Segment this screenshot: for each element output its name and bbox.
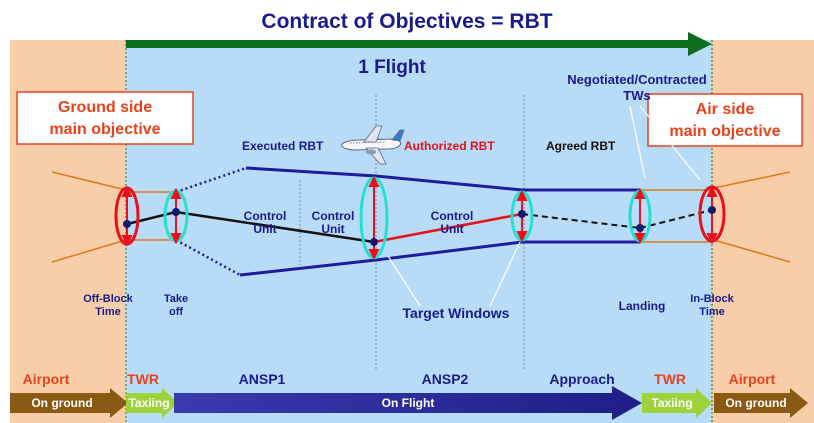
negotiated-pointer-2 (639, 105, 701, 181)
off-block-label-2: Time (95, 306, 120, 318)
target-pointer-1 (387, 255, 421, 307)
on-ground-arrow-right (714, 388, 808, 418)
funnel-left-bottom (51, 239, 127, 263)
phase-airport-right: Airport (729, 371, 776, 387)
control-unit-1-line-2: Unit (253, 222, 276, 236)
funnel-right-top (713, 171, 791, 189)
funnel-right-bottom (713, 239, 791, 263)
target-pointer-2 (489, 241, 521, 307)
funnel-left-top (51, 171, 127, 191)
taxiing-arrow-right (642, 388, 712, 418)
ground-callout-line-1: Ground side (58, 99, 152, 116)
landing-label: Landing (619, 299, 666, 313)
negotiated-label-1: Negotiated/Contracted (567, 72, 706, 87)
flight-label: 1 Flight (358, 57, 426, 78)
executed-path-2 (175, 210, 375, 244)
control-unit-3-line-1: Control (431, 209, 474, 223)
phase-ansp1: ANSP1 (239, 371, 286, 387)
negotiated-label-2: TWs (623, 88, 650, 103)
air-callout-line-1: Air side (696, 101, 755, 118)
executed-path (126, 210, 177, 226)
in-block-label-1: In-Block (690, 293, 734, 305)
phase-approach: Approach (549, 371, 614, 387)
envelope-bottom-line (239, 240, 640, 277)
control-unit-2-line-2: Unit (321, 222, 344, 236)
control-unit-2-line-1: Control (312, 209, 355, 223)
path-points (123, 206, 716, 246)
control-unit-1-line-1: Control (244, 209, 287, 223)
airplane-icon (341, 125, 405, 165)
envelope-top-dotted (175, 166, 247, 194)
on-flight-arrow (174, 386, 642, 420)
target-windows-label: Target Windows (403, 305, 510, 321)
phase-airport-left: Airport (23, 371, 70, 387)
phase-twr-left: TWR (127, 371, 159, 387)
diagram-title: Contract of Objectives = RBT (261, 10, 552, 33)
take-off-label-1: Take (164, 293, 188, 305)
air-callout-box (647, 93, 803, 147)
on-ground-right-label: On ground (725, 396, 786, 410)
phase-twr-right: TWR (654, 371, 686, 387)
in-block-label-2: Time (699, 306, 724, 318)
envelope-top-line (245, 166, 640, 192)
agreed-rbt-label: Agreed RBT (546, 139, 616, 153)
off-block-label-1: Off-Block (83, 293, 133, 305)
on-ground-left-label: On ground (31, 396, 92, 410)
take-off-label-2: off (169, 306, 183, 318)
authorized-path (373, 212, 523, 244)
air-callout-line-2: main objective (669, 123, 780, 140)
on-flight-label: On Flight (382, 396, 435, 410)
control-unit-3-line-2: Unit (440, 222, 463, 236)
negotiated-pointer-1 (629, 105, 646, 179)
taxiing-right-label: Taxiing (651, 396, 692, 410)
ground-callout-line-2: main objective (49, 121, 160, 138)
taxiing-left-label: Taxiing (128, 396, 169, 410)
flight-zone (126, 40, 712, 423)
ground-callout-box (16, 91, 194, 145)
envelope-bottom-dotted (175, 238, 241, 277)
executed-rbt-label: Executed RBT (242, 139, 324, 153)
contract-arrow-head (688, 32, 712, 56)
taxiing-arrow-left (126, 388, 178, 418)
on-ground-arrow-left (10, 388, 128, 418)
authorized-rbt-label: Authorized RBT (404, 139, 495, 153)
phase-ansp2: ANSP2 (422, 371, 469, 387)
